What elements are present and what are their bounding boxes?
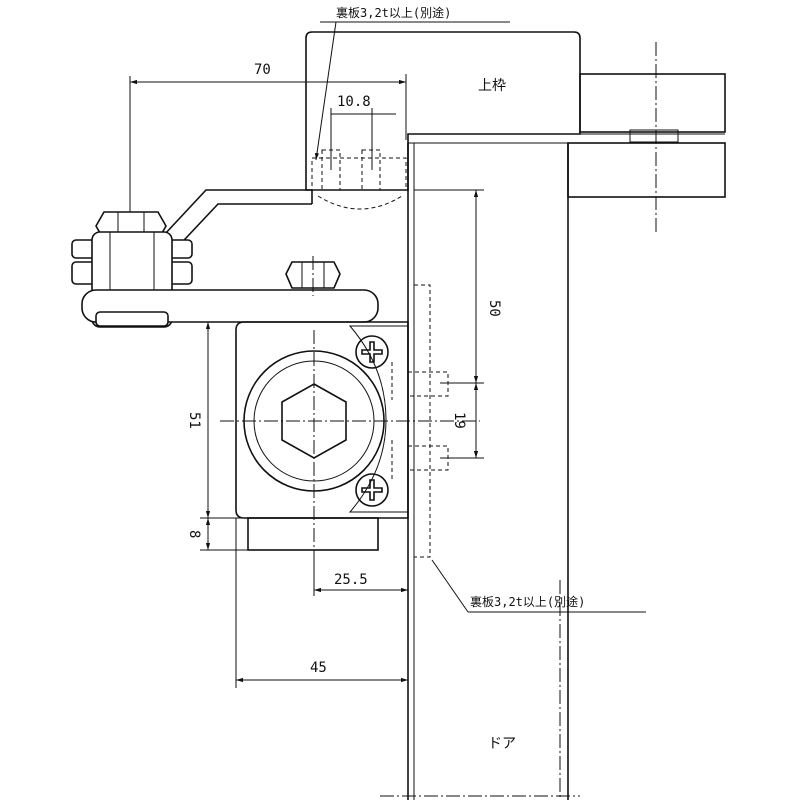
screw-bottom [355, 473, 389, 507]
dimension-70-text: 70 [254, 62, 271, 78]
dimension-51-text: 51 [186, 412, 202, 429]
door-label: ドア [488, 736, 516, 752]
dimension-10-8-text: 10.8 [337, 94, 371, 110]
dimension-45 [235, 518, 408, 688]
upper-backing-plate [311, 149, 407, 210]
dimension-10-8 [330, 108, 396, 170]
dimension-45-text: 45 [310, 660, 327, 676]
bottom-note-leader [431, 559, 469, 613]
dimension-50-text: 50 [486, 300, 502, 317]
dimension-50 [414, 189, 484, 384]
dimension-51 [200, 321, 248, 519]
dimension-70 [129, 74, 407, 212]
dimension-19-text: 19 [451, 412, 467, 429]
frame-label: 上枠 [478, 78, 506, 94]
top-note: 裏板3,2t以上(別途) [336, 5, 451, 20]
dimension-19 [440, 383, 484, 459]
arm-nut [285, 256, 341, 296]
screw-top [355, 335, 389, 369]
door [407, 142, 569, 800]
dimension-25-5-text: 25.5 [334, 572, 368, 588]
dimension-8-text: 8 [186, 530, 202, 538]
bracket [220, 321, 480, 560]
closer-arm [149, 189, 313, 256]
bottom-note: 裏板3,2t以上(別途) [470, 594, 585, 609]
dimension-25-5 [313, 550, 408, 596]
pivot-joint [71, 211, 379, 328]
dimension-8 [200, 518, 248, 551]
